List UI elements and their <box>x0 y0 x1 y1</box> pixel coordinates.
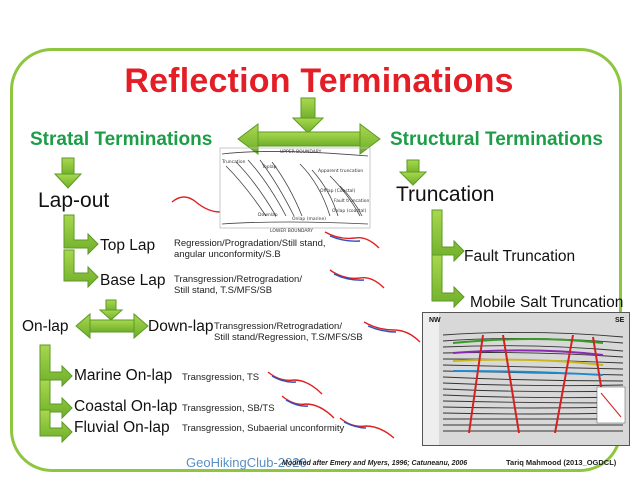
coastal-onlap-note: Transgression, SB/TS <box>182 403 275 414</box>
sketch-upper-boundary: UPPER BOUNDARY <box>280 149 322 155</box>
downlap-squiggle <box>363 321 421 343</box>
fluvial-onlap-note: Transgression, Subaerial unconformity <box>182 423 345 434</box>
sketch-offlap: Offlap (Coastal) <box>320 188 355 194</box>
seismic-se: SE <box>615 317 625 324</box>
onlap-elbows <box>39 344 73 444</box>
rounded-frame <box>10 48 622 472</box>
sketch-lower-boundary: LOWER BOUNDARY <box>270 228 313 234</box>
marine-onlap-label: Marine On-lap <box>74 367 173 384</box>
coastal-onlap-label: Coastal On-lap <box>74 398 178 415</box>
lapout-label: Lap-out <box>38 189 110 212</box>
lapout-elbows <box>63 214 99 289</box>
lapout-squiggle <box>171 196 221 213</box>
downlap-note: Transgression/Retrogradation/ Still stan… <box>214 321 363 343</box>
baselap-label: Base Lap <box>100 272 166 289</box>
stratal-terminations-header: Stratal Terminations <box>30 129 213 150</box>
footer-credit: Tariq Mahmood (2013_OGDCL) <box>506 458 617 467</box>
seismic-drawing: NW SE <box>423 313 629 445</box>
marine-onlap-note: Transgression, TS <box>182 372 260 383</box>
truncation-elbows <box>431 209 465 309</box>
marine-squiggle <box>267 371 323 395</box>
sketch-fault-truncation: Fault truncation <box>334 198 370 204</box>
seismic-nw: NW <box>429 317 441 324</box>
onlap-label: On-lap <box>22 318 69 335</box>
toplap-note: Regression/Progradation/Still stand, ang… <box>174 238 326 260</box>
headers-double-arrow <box>237 123 381 155</box>
page-title: Reflection Terminations <box>124 62 514 100</box>
onlap-downlap-arrow <box>75 299 149 340</box>
footer-modified: Modified after Emery and Myers, 1996; Ca… <box>282 460 468 467</box>
sketch-apparent-truncation: Apparent truncation <box>318 168 363 174</box>
footer-club: GeoHikingClub-2020 <box>186 455 307 470</box>
downlap-label: Down-lap <box>148 318 214 335</box>
toplap-label: Top Lap <box>100 237 156 254</box>
fault-truncation-label: Fault Truncation <box>464 248 576 265</box>
title-down-arrow <box>291 97 325 134</box>
sketch-onlap-marine: Onlap (marine) <box>292 216 326 222</box>
sketch-truncation: Truncation <box>221 159 246 165</box>
structural-terminations-header: Structural Terminations <box>390 129 603 150</box>
seismic-section-image: NW SE <box>422 312 630 446</box>
coastal-squiggle <box>281 395 335 419</box>
salt-truncation-label: Mobile Salt Truncation <box>470 294 624 311</box>
lapout-down-arrow <box>53 157 83 189</box>
fluvial-onlap-label: Fluvial On-lap <box>74 419 170 436</box>
baselap-squiggle <box>329 269 385 289</box>
truncation-label: Truncation <box>396 183 495 206</box>
sketch-downlap: Downlap <box>258 212 278 218</box>
truncation-down-arrow <box>398 159 428 186</box>
sketch-onlap-coastal: Onlap (coastal) <box>332 208 367 214</box>
toplap-squiggle <box>324 231 380 249</box>
baselap-note: Transgression/Retrogradation/ Still stan… <box>174 274 302 296</box>
termination-sketch <box>219 147 371 229</box>
sketch-toplap: Toplap <box>261 164 277 170</box>
fluvial-squiggle <box>339 417 395 439</box>
